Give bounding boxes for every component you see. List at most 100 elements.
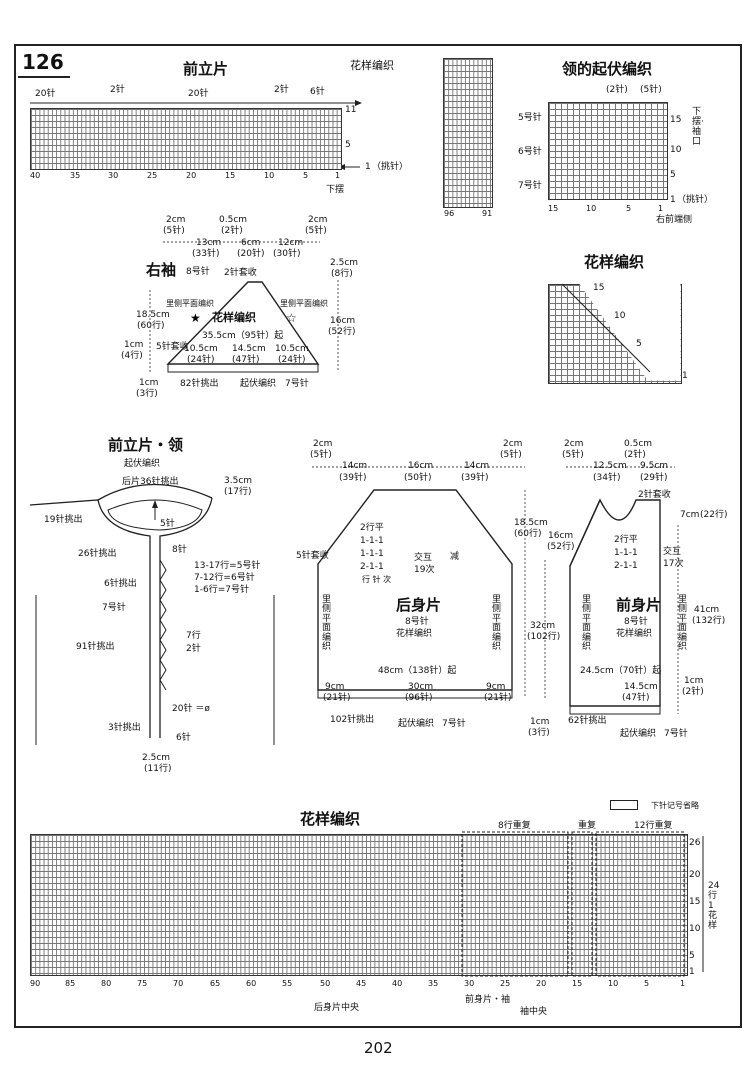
front-rs-1: 1cm — [684, 676, 704, 686]
back-top-1: 2cm — [313, 439, 333, 449]
collar-count-1: (2针) — [606, 85, 628, 95]
front-alt-1: 交互 — [663, 547, 682, 557]
front-top-5: 12.5cm — [593, 461, 627, 471]
sleeve-row2-3: 6cm — [241, 238, 261, 248]
front-top-7: 9.5cm — [640, 461, 669, 471]
back-dec-2: 1-1-1 — [360, 536, 384, 546]
sleeve-ribbing: 起伏编织 — [240, 379, 277, 389]
bc-row-20: 20 — [689, 870, 701, 880]
back-dec-5: 行 针 次 — [362, 575, 392, 584]
back-alt-1: 交互 — [414, 553, 433, 563]
sleeve-left-small-2: (4行) — [121, 351, 143, 361]
front-rs-2: (2针) — [682, 687, 704, 697]
bc-row-5: 5 — [689, 951, 695, 961]
bc-sleeve-center: 袖中央 — [520, 1007, 548, 1017]
collar-row-15: 15 — [670, 115, 682, 125]
page-frame — [14, 44, 742, 1028]
back-top-9: 2cm — [503, 439, 523, 449]
collar-title: 领的起伏编织 — [562, 60, 653, 78]
back-part-3: 30cm — [408, 682, 434, 692]
front-top-1: 2cm — [564, 439, 584, 449]
front-collar-back: 后片36针挑出 — [122, 477, 179, 487]
sleeve-row2-6: (30针) — [273, 249, 301, 259]
collar-pickup: （挑针） — [677, 195, 714, 205]
collar-needle-7: 7号针 — [518, 181, 542, 191]
pattern-small-row-5: 5 — [636, 339, 642, 349]
pattern-label: 花样编织 — [350, 59, 394, 72]
sleeve-top-2: (5针) — [163, 226, 185, 236]
front-collar-b1: 2.5cm — [142, 753, 171, 763]
sleeve-left-note: 里侧平面编织 — [166, 299, 214, 308]
count-4: 2针 — [274, 85, 289, 95]
front-needle: 8号针 — [624, 617, 648, 627]
front-part-1: 14.5cm — [624, 682, 658, 692]
back-top-3: 14cm — [342, 461, 368, 471]
front-collar-left: 19针挑出 — [44, 515, 83, 525]
bc-row-10: 10 — [689, 924, 701, 934]
bc-front-label: 前身片・袖 — [465, 995, 511, 1005]
back-title: 后身片 — [396, 596, 442, 614]
count-3: 20针 — [188, 89, 209, 99]
front-collar-w2: (17行) — [224, 487, 252, 497]
back-h1-2: (60行) — [514, 529, 542, 539]
back-top-6: (50针) — [404, 473, 432, 483]
legend-symbol — [610, 800, 638, 810]
front-collar-26: 26针挑出 — [78, 549, 117, 559]
back-reduce: 减 — [450, 552, 460, 562]
collar-needle-5: 5号针 — [518, 113, 542, 123]
back-h3-1: 32cm — [530, 621, 556, 631]
back-castoff: 5针套收 — [296, 551, 329, 561]
sleeve-width: 35.5cm（95针）起 — [202, 331, 284, 341]
bc-right-label: 24行1花样 — [708, 881, 720, 931]
sleeve-left-h2: (60行) — [137, 321, 165, 331]
back-alt-2: 19次 — [414, 565, 435, 575]
bc-back-center: 后身片中央 — [314, 1003, 360, 1013]
pickup-note: （挑针） — [372, 162, 409, 172]
front-collar-w1: 3.5cm — [224, 476, 253, 486]
front-alt-2: 17次 — [663, 559, 684, 569]
front-needle7: 7号针 — [664, 729, 688, 739]
front-band-axis: 40 35 30 25 20 15 10 5 1 — [30, 171, 341, 180]
front-top-4: (2针) — [624, 450, 646, 460]
count-5: 6针 — [310, 87, 325, 97]
front-h-2: (132行) — [692, 616, 726, 626]
back-h1-1: 18.5cm — [514, 518, 548, 528]
front-castoff: 2针套收 — [638, 490, 671, 500]
back-small-1: 1cm — [530, 717, 550, 727]
pattern-small-row-10: 10 — [614, 311, 626, 321]
front-band-title: 前立片 — [183, 60, 229, 78]
sleeve-pickup: 82针挑出 — [180, 379, 219, 389]
sleeve-row2-4: (20针) — [237, 249, 265, 259]
sleeve-top-1: 2cm — [166, 215, 186, 225]
sleeve-right-small-1: 2.5cm — [330, 258, 359, 268]
front-pickup: 62针挑出 — [568, 716, 607, 726]
sleeve-part-6: (24针) — [278, 355, 306, 365]
collar-side: 右前端侧 — [656, 215, 693, 225]
front-collar-91: 91针挑出 — [76, 642, 115, 652]
sleeve-bottom-2: (3行) — [136, 389, 158, 399]
collar-right-label: 下摆·袖口 — [692, 107, 704, 147]
front-part-2: (47针) — [622, 693, 650, 703]
front-top-3: 0.5cm — [624, 439, 653, 449]
bc-row-1: 1 — [689, 967, 695, 977]
narrow-chart — [443, 58, 493, 208]
front-top-8: (29针) — [640, 473, 668, 483]
back-top-10: (5针) — [500, 450, 522, 460]
back-dec-4: 2-1-1 — [360, 562, 384, 572]
repeat-3: 12行重复 — [634, 821, 673, 831]
back-h3-2: (102行) — [527, 632, 561, 642]
front-collar-2: 2针 — [186, 644, 201, 654]
front-top-2: (5针) — [562, 450, 584, 460]
sleeve-pattern: 花样编织 — [212, 311, 256, 324]
front-side-right: 里侧平面编织 — [678, 595, 688, 653]
page-number: 202 — [364, 1039, 393, 1057]
front-dec-2: 1-1-1 — [614, 548, 638, 558]
back-part-6: (21针) — [484, 693, 512, 703]
count-1: 20针 — [35, 89, 56, 99]
back-part-4: (96针) — [405, 693, 433, 703]
legend-text: 下针记号省略 — [651, 801, 699, 810]
front-collar-note-2: 7-12行=6号针 — [194, 573, 255, 583]
front-title: 前身片 — [616, 596, 662, 614]
